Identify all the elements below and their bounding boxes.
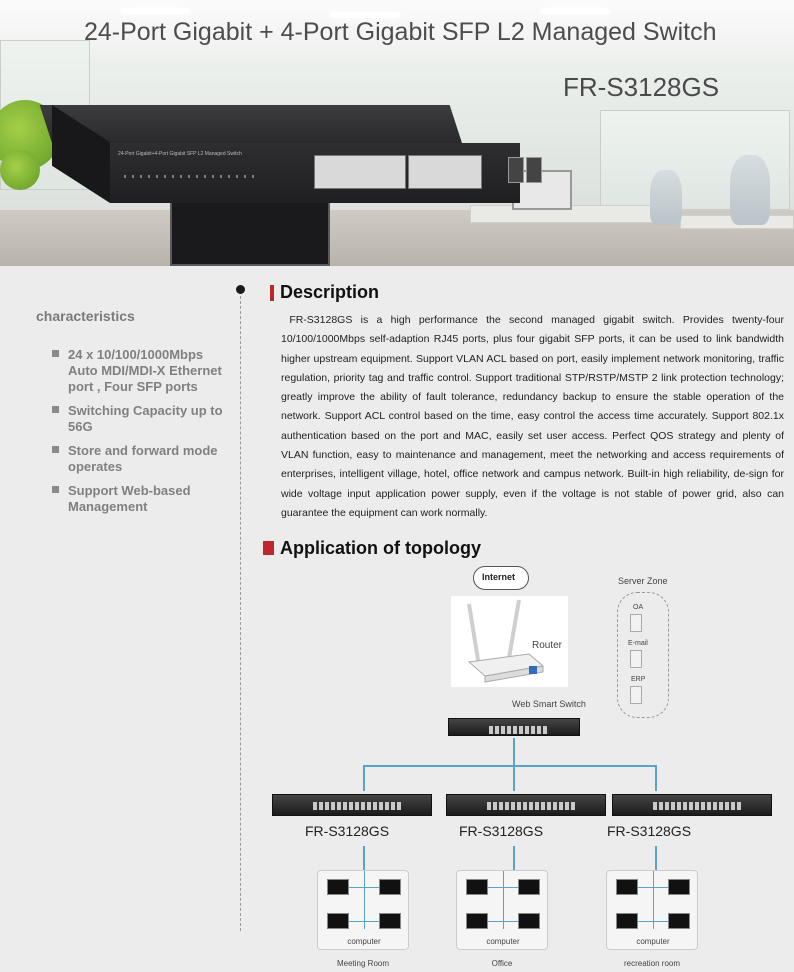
- access-switch-icon: [446, 794, 606, 816]
- computer-icon: [616, 913, 638, 929]
- internet-cloud-icon: [473, 566, 529, 590]
- office-chair: [730, 155, 770, 225]
- computer-icon: [466, 913, 488, 929]
- computer-label: computer: [486, 937, 520, 946]
- switch-model-label: FR-S3128GS: [305, 823, 390, 839]
- network-link: [513, 846, 515, 870]
- computer-icon: [466, 879, 488, 895]
- divider-dot: [236, 285, 245, 294]
- network-link: [513, 738, 515, 766]
- network-link: [363, 765, 365, 791]
- banner-title: 24-Port Gigabit + 4-Port Gigabit SFP L2 …: [84, 18, 717, 46]
- network-link: [655, 846, 657, 870]
- network-link: [363, 846, 365, 870]
- room-name: recreation room: [623, 959, 681, 968]
- computer-icon: [379, 879, 401, 895]
- router-label: Router: [532, 640, 563, 651]
- characteristics-heading: characteristics: [36, 308, 135, 324]
- server-label: E-mail: [628, 640, 648, 647]
- description-text: FR-S3128GS is a high performance the sec…: [281, 314, 784, 519]
- access-switch-icon: [612, 794, 772, 816]
- rj45-port-block: [314, 155, 406, 189]
- room-computers: computer: [606, 870, 698, 950]
- status-leds: [124, 175, 254, 178]
- room-name: Meeting Room: [336, 959, 390, 968]
- rj45-port-block: [408, 155, 482, 189]
- server-icon: [630, 614, 642, 632]
- computer-icon: [668, 913, 690, 929]
- network-link: [655, 765, 657, 791]
- ceiling-light: [120, 8, 190, 14]
- server-label: OA: [633, 604, 644, 611]
- router-icon: [467, 599, 545, 683]
- square-bullet-icon: [52, 406, 59, 413]
- server-icon: [630, 650, 642, 668]
- topology-diagram: Internet Router Server Zone OA E-mail ER…: [262, 562, 794, 972]
- network-link: [363, 765, 655, 767]
- server-icon: [630, 686, 642, 704]
- server-zone: [617, 592, 669, 718]
- room-computers: computer: [317, 870, 409, 950]
- web-smart-switch-icon: [448, 718, 580, 736]
- list-item-text: Support Web-based Management: [68, 483, 191, 514]
- computer-icon: [327, 913, 349, 929]
- computer-monitor: [170, 200, 330, 266]
- ceiling-light: [540, 8, 610, 14]
- list-item-text: Store and forward mode operates: [68, 443, 218, 474]
- switch-model-label: FR-S3128GS: [459, 823, 544, 839]
- switch-top-panel: [39, 105, 463, 143]
- computer-label: computer: [347, 937, 381, 946]
- switch-model-label: FR-S3128GS: [607, 823, 692, 839]
- web-switch-label: Web Smart Switch: [512, 699, 586, 709]
- network-link: [513, 765, 515, 791]
- switch-panel-label: 24-Port Gigabit+4-Port Gigabit SFP L2 Ma…: [118, 151, 242, 157]
- computer-label: computer: [636, 937, 670, 946]
- list-item: Switching Capacity up to 56G: [52, 403, 232, 435]
- computer-icon: [518, 879, 540, 895]
- column-divider: [240, 291, 241, 931]
- list-item: Support Web-based Management: [52, 483, 232, 515]
- characteristics-list: 24 x 10/100/1000Mbps Auto MDI/MDI-X Ethe…: [52, 347, 232, 523]
- access-switch-icon: [272, 794, 432, 816]
- switch-product-image: 24-Port Gigabit+4-Port Gigabit SFP L2 Ma…: [39, 105, 542, 213]
- list-item-text: Switching Capacity up to 56G: [68, 403, 223, 434]
- ceiling-light: [330, 12, 400, 18]
- internet-label: Internet: [482, 572, 516, 582]
- topology-title: Application of topology: [280, 538, 481, 558]
- room-computers: computer: [456, 870, 548, 950]
- plant: [0, 150, 40, 190]
- sfp-port: [526, 157, 542, 183]
- sfp-port: [508, 157, 524, 183]
- section-marker: [263, 541, 274, 555]
- description-body: FR-S3128GS is a high performance the sec…: [281, 311, 784, 523]
- computer-icon: [668, 879, 690, 895]
- banner-model: FR-S3128GS: [563, 72, 720, 102]
- computer-icon: [327, 879, 349, 895]
- square-bullet-icon: [52, 446, 59, 453]
- computer-icon: [616, 879, 638, 895]
- list-item: 24 x 10/100/1000Mbps Auto MDI/MDI-X Ethe…: [52, 347, 232, 395]
- office-chair: [650, 170, 682, 225]
- square-bullet-icon: [52, 350, 59, 357]
- list-item: Store and forward mode operates: [52, 443, 232, 475]
- hero-banner: 24-Port Gigabit+4-Port Gigabit SFP L2 Ma…: [0, 0, 794, 266]
- description-title: Description: [280, 282, 380, 302]
- server-zone-label: Server Zone: [618, 576, 668, 586]
- room-name: Office: [491, 959, 513, 968]
- computer-icon: [518, 913, 540, 929]
- computer-icon: [379, 913, 401, 929]
- router-image: [451, 596, 568, 687]
- square-bullet-icon: [52, 486, 59, 493]
- section-marker: [270, 285, 274, 301]
- server-label: ERP: [631, 676, 646, 683]
- list-item-text: 24 x 10/100/1000Mbps Auto MDI/MDI-X Ethe…: [68, 347, 222, 394]
